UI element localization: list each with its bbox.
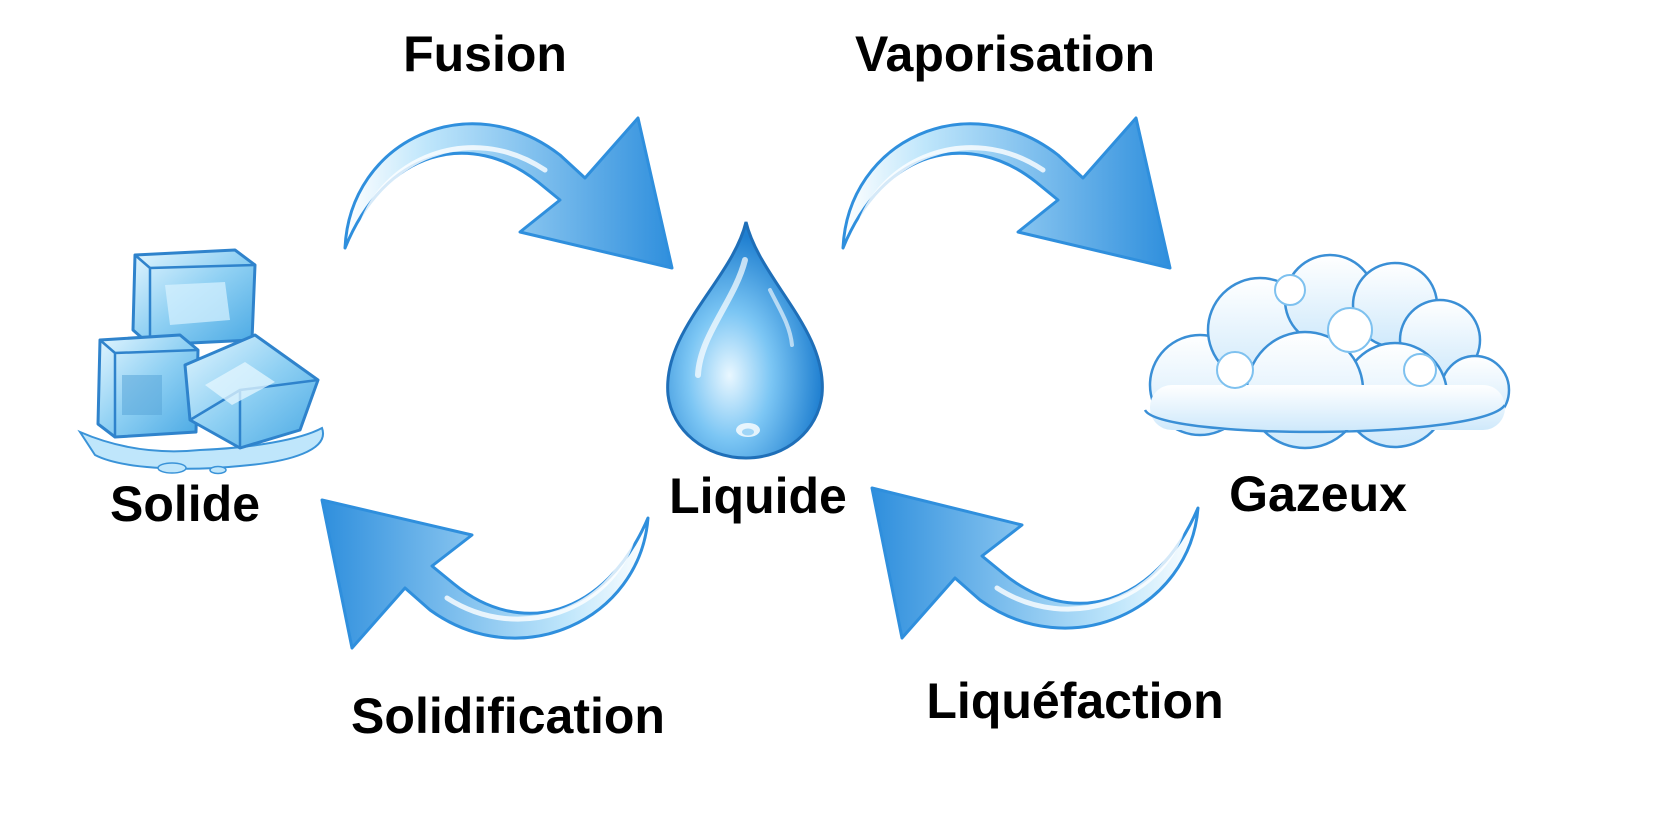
ice-cubes-icon bbox=[77, 248, 325, 475]
solidification-arrow bbox=[320, 498, 650, 650]
vaporization-arrow bbox=[841, 116, 1172, 270]
vaporization-label: Vaporisation bbox=[855, 26, 1155, 82]
solidification-label: Solidification bbox=[351, 688, 665, 744]
water-drop-icon bbox=[666, 221, 824, 460]
gas-label: Gazeux bbox=[1229, 466, 1407, 522]
solid-label: Solide bbox=[110, 476, 260, 532]
liquid-label: Liquide bbox=[669, 468, 847, 524]
melting-arrow bbox=[343, 116, 674, 270]
liquefaction-arrow bbox=[870, 486, 1200, 640]
cloud-icon bbox=[1143, 253, 1511, 450]
melting-label: Fusion bbox=[403, 26, 567, 82]
liquefaction-label: Liquéfaction bbox=[926, 673, 1223, 729]
